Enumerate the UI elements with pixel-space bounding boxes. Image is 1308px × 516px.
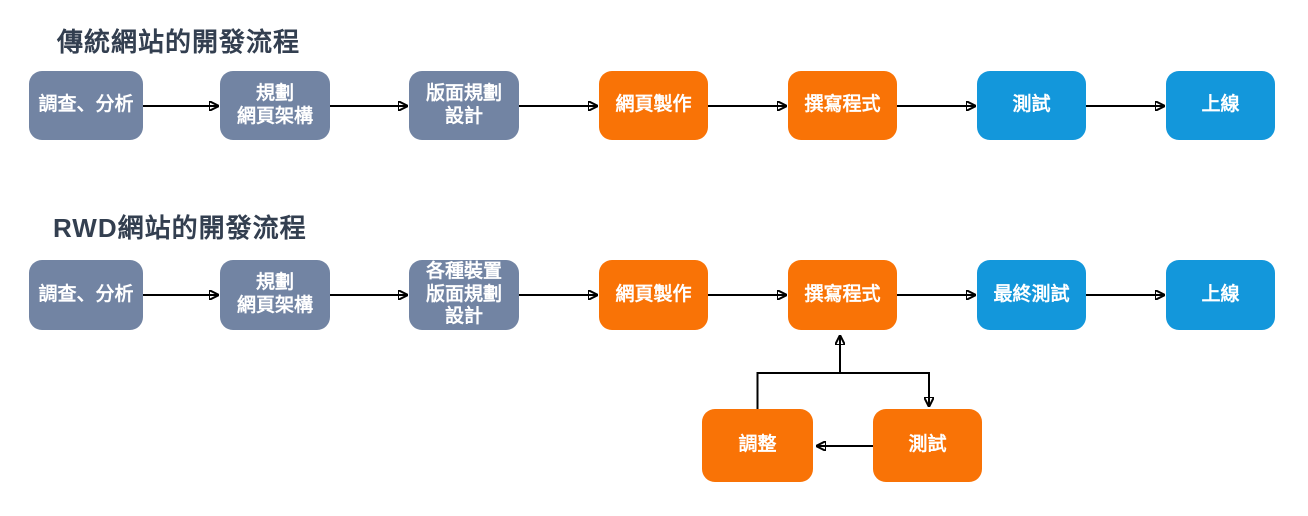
step-label: 上線 <box>1201 94 1240 116</box>
step-label: 規劃 網頁架構 <box>236 82 313 127</box>
loop-adjust-node: 調整 <box>702 409 813 482</box>
traditional-flow-title: 傳統網站的開發流程 <box>57 27 301 57</box>
rwd-step-programming: 撰寫程式 <box>788 260 897 330</box>
rwd-step-survey-analysis: 調查、分析 <box>29 260 143 330</box>
step-label: 調整 <box>738 434 777 456</box>
step-label: 撰寫程式 <box>804 283 881 305</box>
step-label: 規劃 網頁架構 <box>236 272 313 316</box>
step-label: 版面規劃 設計 <box>425 82 502 127</box>
step-label: 撰寫程式 <box>804 94 881 116</box>
step-programming: 撰寫程式 <box>788 71 897 140</box>
rwd-step-multidevice-layout-design: 各種裝置 版面規劃 設計 <box>409 260 519 330</box>
step-label: 測試 <box>908 434 947 456</box>
loop-test-node: 測試 <box>873 409 982 482</box>
step-label: 網頁製作 <box>615 94 692 116</box>
step-layout-design: 版面規劃 設計 <box>409 71 519 140</box>
step-plan-site-structure: 規劃 網頁架構 <box>220 71 330 140</box>
step-launch: 上線 <box>1166 71 1275 140</box>
rwd-step-final-testing: 最終測試 <box>977 260 1086 330</box>
rwd-step-launch: 上線 <box>1166 260 1275 330</box>
step-label: 調查、分析 <box>38 283 134 305</box>
rwd-step-plan-site-structure: 規劃 網頁架構 <box>220 260 330 330</box>
step-survey-analysis: 調查、分析 <box>29 71 143 140</box>
step-label: 測試 <box>1012 94 1051 116</box>
rwd-step-webpage-production: 網頁製作 <box>599 260 708 330</box>
step-label: 網頁製作 <box>615 283 692 305</box>
rwd-flow-title: RWD網站的開發流程 <box>53 213 307 243</box>
step-webpage-production: 網頁製作 <box>599 71 708 140</box>
step-label: 上線 <box>1201 283 1240 305</box>
step-label: 最終測試 <box>993 283 1070 305</box>
connector-adjust-across-to-test <box>756 372 930 409</box>
step-label: 調查、分析 <box>38 94 134 116</box>
step-label: 各種裝置 版面規劃 設計 <box>425 260 502 328</box>
step-testing: 測試 <box>977 71 1086 140</box>
